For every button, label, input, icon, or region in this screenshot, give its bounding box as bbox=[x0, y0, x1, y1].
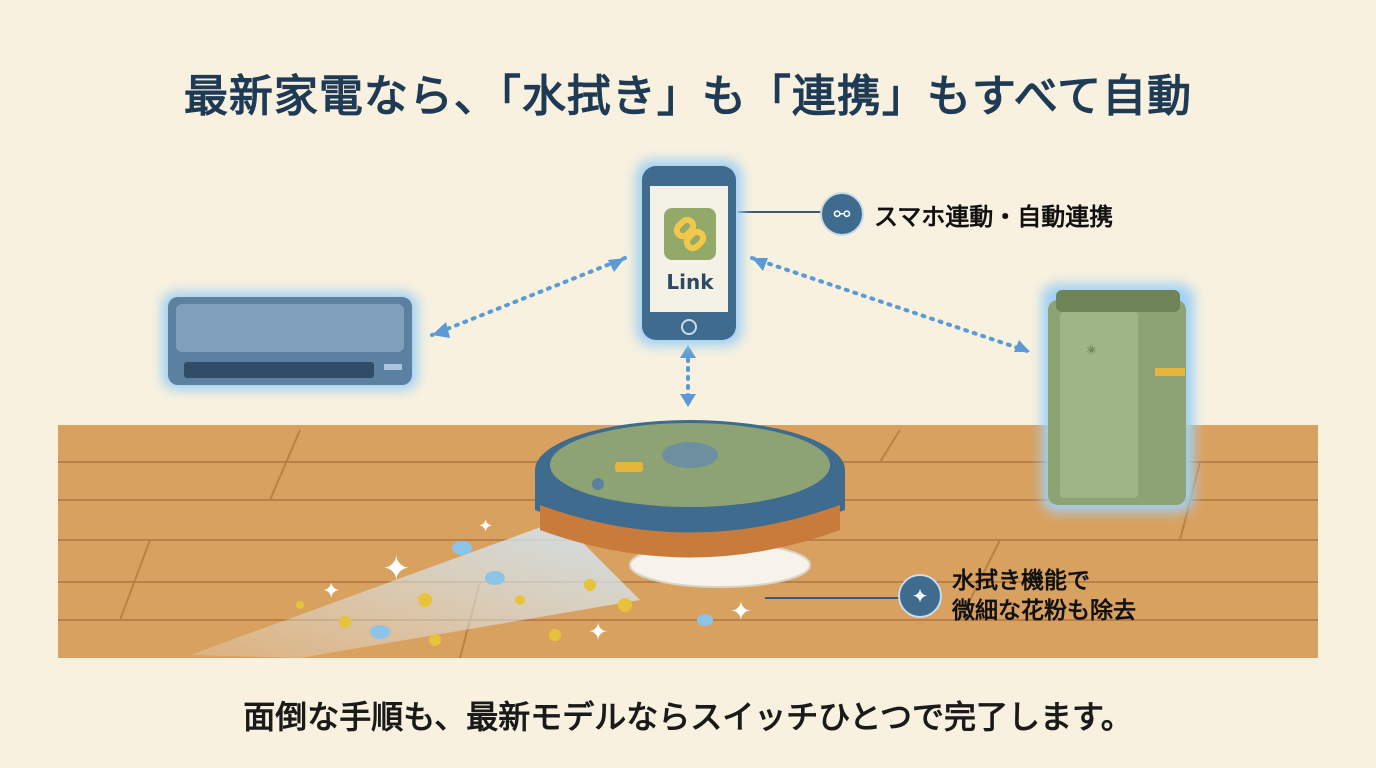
svg-text:⚛: ⚛ bbox=[1086, 343, 1097, 357]
footer-caption: 面倒な手順も、最新モデルならスイッチひとつで完了します。 bbox=[243, 698, 1133, 736]
mop-spray: ✦ ✦ ✦ ✦ ✦ bbox=[190, 516, 752, 658]
arrow-heads bbox=[432, 258, 1030, 407]
callout-line-1: 水拭き機能で bbox=[952, 568, 1090, 594]
pollen-sparkle-icon: ✦ bbox=[898, 574, 942, 618]
svg-text:✦: ✦ bbox=[588, 618, 608, 646]
air-purifier: ⚛ bbox=[1042, 284, 1194, 512]
callout-mop: ✦ 水拭き機能で 微細な花粉も除去 bbox=[898, 566, 1136, 626]
app-link-label: Link bbox=[666, 270, 714, 294]
svg-text:✦: ✦ bbox=[322, 579, 340, 604]
svg-text:✦: ✦ bbox=[478, 516, 493, 537]
smartphone bbox=[636, 160, 742, 346]
svg-text:✦: ✦ bbox=[730, 597, 752, 627]
network-icon: ⚯ bbox=[820, 192, 864, 236]
callout-line-2: 微細な花粉も除去 bbox=[952, 598, 1136, 624]
link-arrows bbox=[430, 256, 1032, 404]
svg-text:✦: ✦ bbox=[382, 549, 411, 589]
callout-phone-link: ⚯ スマホ連動・自動連携 bbox=[820, 192, 1113, 236]
air-conditioner bbox=[162, 292, 418, 390]
robot-vacuum bbox=[535, 420, 845, 588]
page-title: 最新家電なら、「水拭き」も「連携」もすべて自動 bbox=[183, 71, 1193, 122]
callout-text: スマホ連動・自動連携 bbox=[874, 202, 1114, 231]
